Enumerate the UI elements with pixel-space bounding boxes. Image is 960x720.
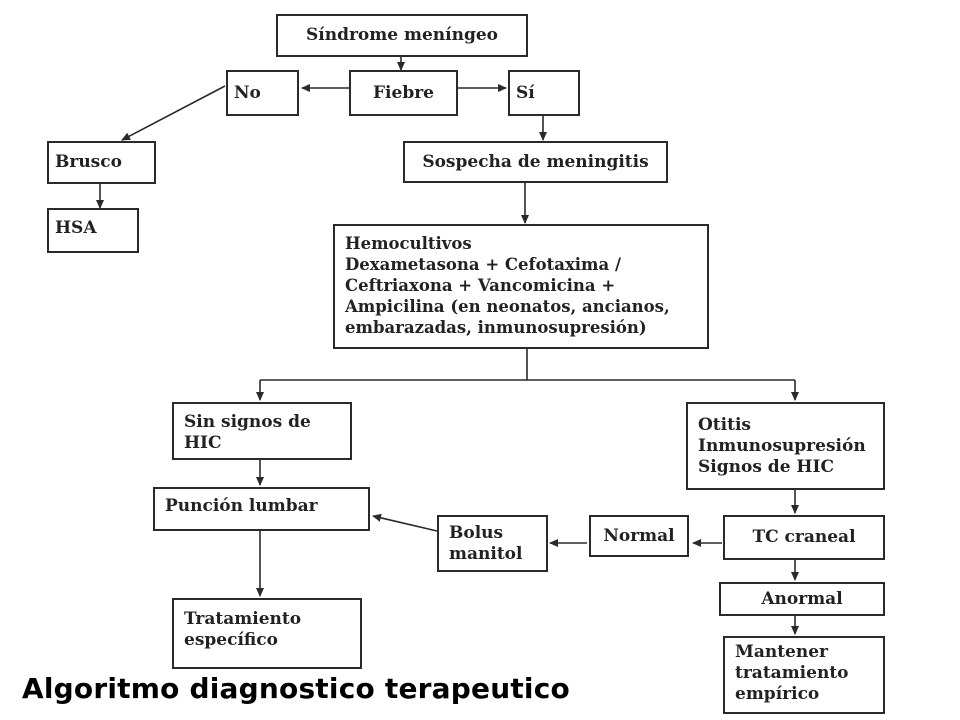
node-sin-signos-hic: Sin signos de HIC	[172, 402, 352, 460]
node-fiebre: Fiebre	[349, 70, 458, 116]
node-tc-craneal: TC craneal	[723, 515, 885, 560]
node-sospecha-meningitis: Sospecha de meningitis	[403, 141, 668, 183]
diagram-caption: Algoritmo diagnostico terapeutico	[22, 672, 570, 705]
node-brusco: Brusco	[47, 141, 156, 184]
node-bolus-manitol: Bolus manitol	[437, 515, 548, 572]
arrow-no-brusco	[121, 85, 226, 141]
node-normal: Normal	[589, 515, 689, 557]
node-no: No	[226, 70, 299, 116]
node-hemocultivos-tratamiento: Hemocultivos Dexametasona + Cefotaxima /…	[333, 224, 709, 349]
node-mantener-tratamiento-empirico: Mantener tratamiento empírico	[723, 636, 885, 714]
node-sindrome-meningeo: Síndrome meníngeo	[276, 14, 528, 57]
node-tratamiento-especifico: Tratamiento específico	[172, 598, 362, 669]
node-hsa: HSA	[47, 208, 139, 253]
node-otitis-inmunosupresion: Otitis Inmunosupresión Signos de HIC	[686, 402, 885, 490]
arrow-bolus-puncion	[372, 513, 438, 532]
node-puncion-lumbar: Punción lumbar	[153, 487, 370, 531]
node-si: Sí	[508, 70, 580, 116]
node-anormal: Anormal	[719, 582, 885, 616]
